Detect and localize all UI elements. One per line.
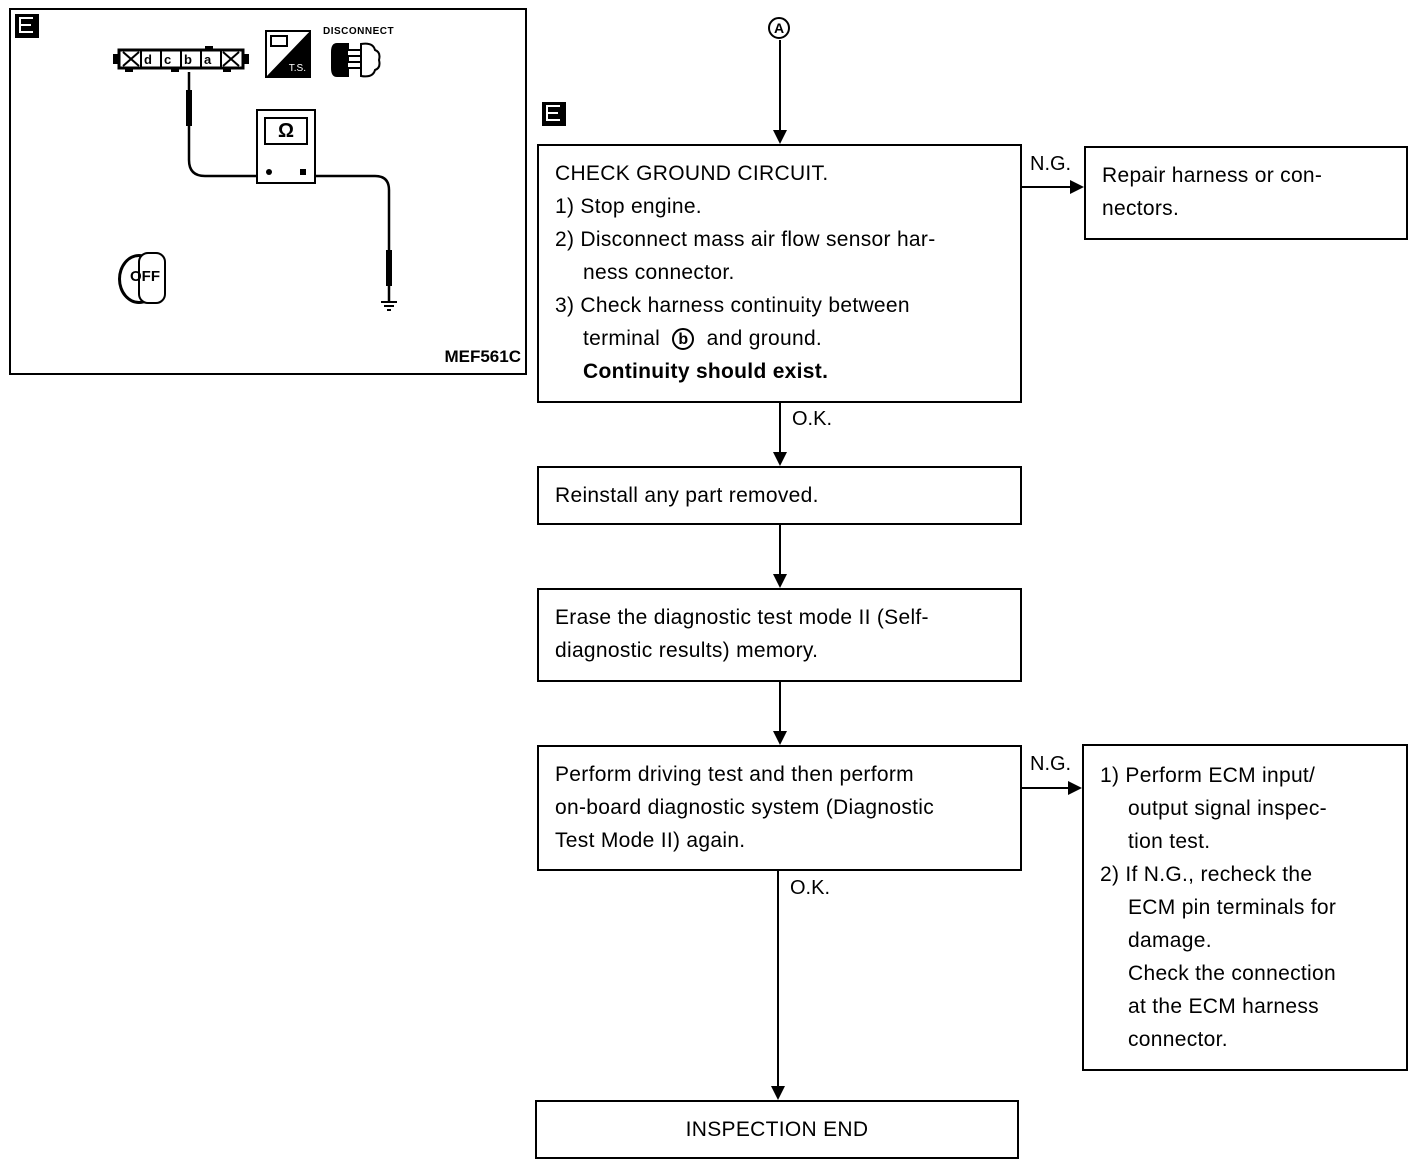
step-erase-memory: Erase the diagnostic test mode II (Self-… (537, 588, 1022, 682)
ecm-line-5: ECM pin terminals for (1128, 896, 1337, 919)
ecm-line-9: connector. (1128, 1028, 1228, 1051)
ts-label: T.S. (288, 63, 306, 74)
step-check-ground-circuit: CHECK GROUND CIRCUIT. 1) Stop engine. 2)… (537, 144, 1022, 403)
arrow-right-icon (1070, 180, 1084, 194)
repair-harness-box: Repair harness or con- nectors. (1084, 146, 1408, 240)
step2-text: Reinstall any part removed. (555, 484, 819, 507)
step4-ng-label: N.G. (1030, 753, 1072, 775)
step1-title: CHECK GROUND CIRCUIT. (555, 162, 829, 185)
arrow-down-icon (773, 574, 787, 588)
step3-line-2: diagnostic results) memory. (555, 639, 819, 662)
step1-item-1: 1) Stop engine. (555, 195, 702, 218)
connector-line (779, 40, 781, 132)
repair-line-1: Repair harness or con- (1102, 164, 1323, 187)
ecm-line-7: Check the connection (1128, 962, 1336, 985)
ecm-line-8: at the ECM harness (1128, 995, 1319, 1018)
ignition-key-off-icon: OFF (118, 250, 178, 306)
terminal-b: b (184, 52, 192, 67)
ecm-line-4: 2) If N.G., recheck the (1100, 863, 1313, 886)
inspection-end-text: INSPECTION END (685, 1118, 869, 1141)
disconnect-connector-icon (331, 42, 381, 78)
step3-line (779, 682, 781, 732)
ground-text: and ground. (706, 327, 823, 350)
ecm-inspection-box: 1) Perform ECM input/ output signal insp… (1082, 744, 1408, 1071)
ohm-symbol: Ω (264, 117, 308, 145)
step4-ok-line (777, 871, 779, 1087)
step4-ng-line (1022, 787, 1070, 789)
step1-item-2a: 2) Disconnect mass air flow sensor har- (555, 228, 936, 251)
step3-line-1: Erase the diagnostic test mode II (Self- (555, 606, 929, 629)
ecm-line-2: output signal inspec- (1128, 797, 1327, 820)
entry-connector-a: A (768, 17, 790, 39)
section-badge-e-icon (542, 102, 566, 126)
ohmmeter-icon: Ω (256, 109, 316, 184)
step1-ok-label: O.K. (792, 408, 833, 430)
step4-line-1: Perform driving test and then perform (555, 763, 914, 786)
step1-item-3b: terminal b and ground. (555, 322, 1020, 355)
step4-ok-label: O.K. (790, 877, 831, 899)
arrow-down-icon (773, 452, 787, 466)
ignition-off-label: OFF (130, 268, 160, 285)
step1-ng-label: N.G. (1030, 153, 1072, 175)
terminal-b-badge: b (672, 328, 695, 351)
step-reinstall: Reinstall any part removed. (537, 466, 1022, 525)
terminal-text: terminal (583, 327, 661, 350)
terminal-d: d (144, 52, 152, 67)
step1-item-3a: 3) Check harness continuity between (555, 294, 910, 317)
ecm-line-3: tion test. (1128, 830, 1211, 853)
ecm-line-6: damage. (1128, 929, 1212, 952)
ecm-line-1: 1) Perform ECM input/ (1100, 764, 1316, 787)
ts-icon: T.S. (265, 30, 311, 78)
terminal-c: c (164, 52, 172, 67)
step1-item-2b: ness connector. (583, 261, 735, 284)
disconnect-label: DISCONNECT (323, 26, 395, 37)
step2-line (779, 525, 781, 575)
test-wiring (186, 72, 397, 311)
step4-line-3: Test Mode II) again. (555, 829, 746, 852)
step1-ok-line (779, 403, 781, 455)
repair-line-2: nectors. (1102, 197, 1180, 220)
test-figure: d c b a Ω T.S. DISCONNECT (9, 8, 527, 375)
step1-expectation: Continuity should exist. (583, 360, 829, 383)
step1-ng-line (1022, 186, 1074, 188)
arrow-down-icon (773, 130, 787, 144)
arrow-right-icon (1068, 781, 1082, 795)
arrow-down-icon (771, 1086, 785, 1100)
step4-line-2: on-board diagnostic system (Diagnostic (555, 796, 935, 819)
inspection-end-box: INSPECTION END (535, 1100, 1019, 1159)
arrow-down-icon (773, 731, 787, 745)
step-driving-test: Perform driving test and then perform on… (537, 745, 1022, 871)
harness-connector-icon (113, 46, 249, 72)
section-badge-e-icon (15, 14, 39, 38)
terminal-a: a (204, 52, 212, 67)
figure-code: MEF561C (444, 347, 521, 366)
